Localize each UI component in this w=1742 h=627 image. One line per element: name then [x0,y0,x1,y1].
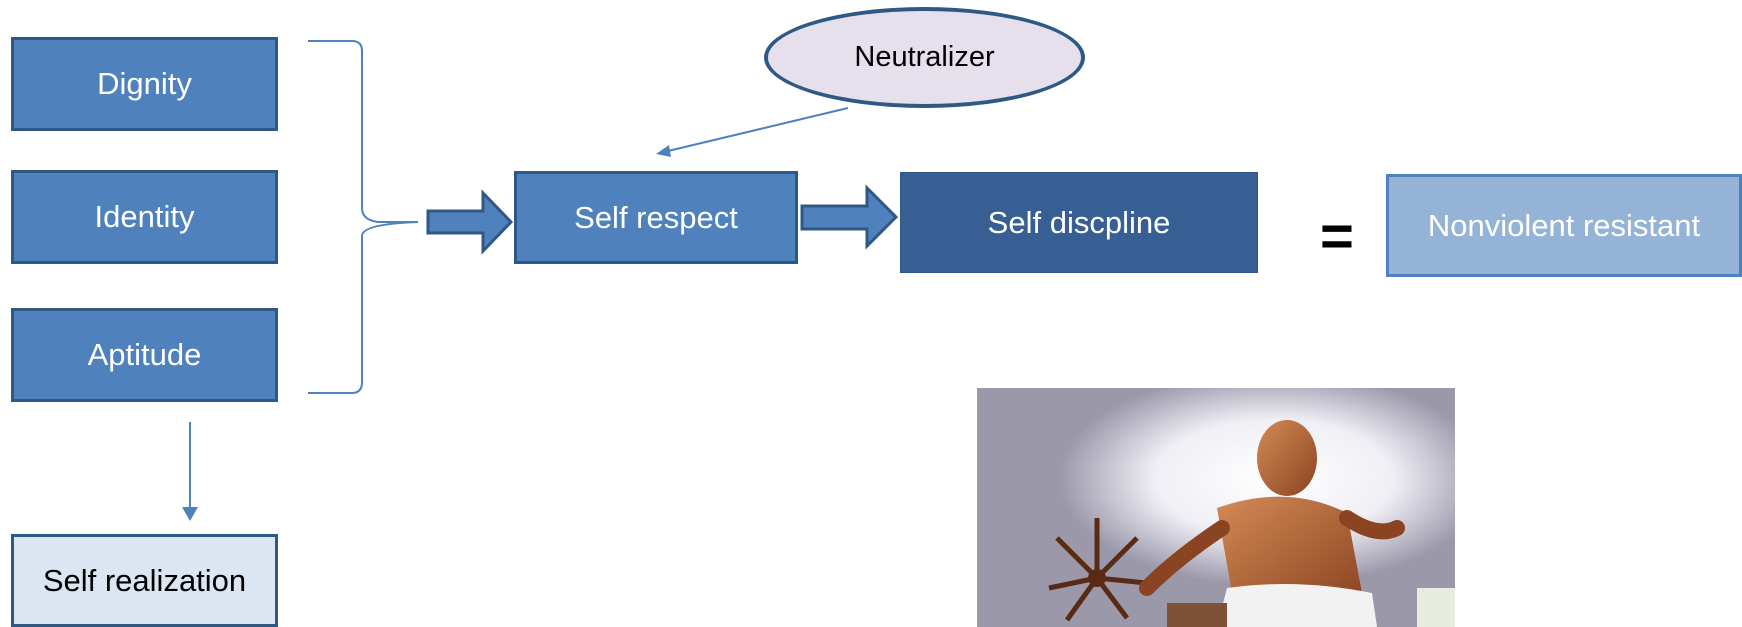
block-arrow-to-self-discipline [800,184,899,250]
self-respect-box: Self respect [514,171,798,264]
neutralizer-label: Neutralizer [854,41,995,73]
attribute-label: Aptitude [87,337,202,372]
self-discipline-label: Self discpline [987,204,1171,240]
result-box: Nonviolent resistant [1386,174,1742,277]
block-arrow-to-self-respect [426,189,514,255]
attribute-box-identity: Identity [11,170,278,264]
self-realization-box: Self realization [11,534,278,627]
spinning-wheel-photo [977,388,1455,627]
neutralizer-arrow [667,107,849,152]
self-respect-label: Self respect [574,199,738,235]
attribute-box-aptitude: Aptitude [11,308,278,402]
neutralizer-oval: Neutralizer [764,7,1085,108]
grouping-brace [308,40,419,394]
attribute-label: Dignity [97,66,192,101]
result-label: Nonviolent resistant [1427,207,1701,243]
equals-sign: = [1320,204,1354,269]
self-realization-label: Self realization [42,562,247,598]
self-discipline-box: Self discpline [900,172,1258,273]
attribute-box-dignity: Dignity [11,37,278,131]
attribute-label: Identity [94,199,195,234]
